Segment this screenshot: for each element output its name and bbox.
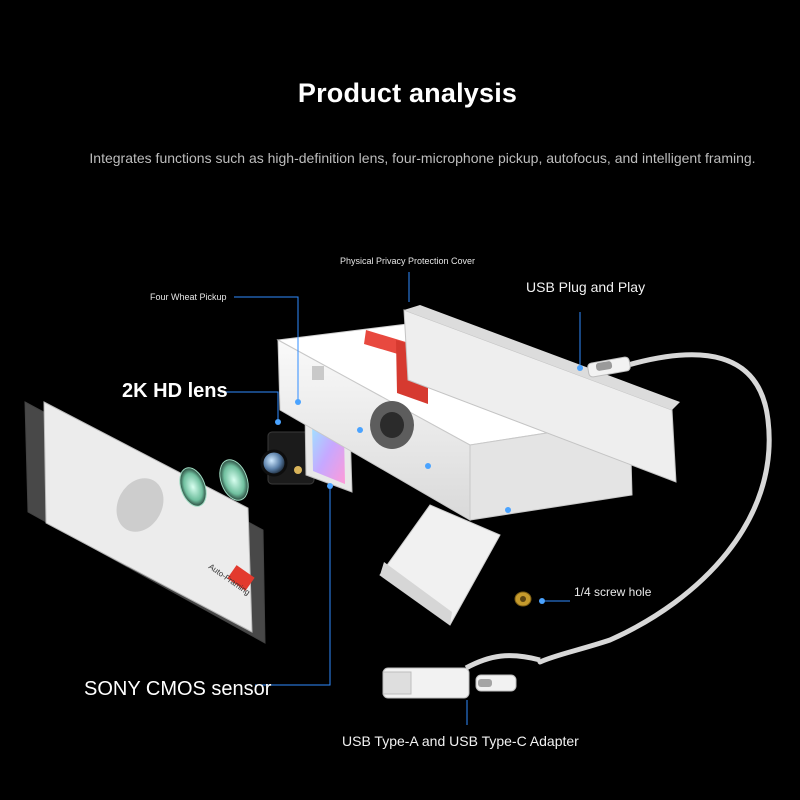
lens-elements xyxy=(179,459,249,507)
lens-module xyxy=(260,431,315,485)
usb-c-plug-top xyxy=(587,356,631,378)
callout-line-hd-lens xyxy=(220,391,279,420)
label-screw-hole: 1/4 screw hole xyxy=(574,585,652,599)
front-panel xyxy=(24,401,266,644)
back-plate xyxy=(403,305,680,483)
stand xyxy=(379,504,501,626)
label-usb-plug: USB Plug and Play xyxy=(526,279,646,295)
page-title: Product analysis xyxy=(297,78,518,108)
label-adapter: USB Type-A and USB Type-C Adapter xyxy=(342,733,579,749)
label-hd-lens: 2K HD lens xyxy=(122,380,228,402)
label-cmos: SONY CMOS sensor xyxy=(84,678,272,700)
callout-dots xyxy=(275,365,583,604)
page-subtitle: Integrates functions such as high-defini… xyxy=(89,150,756,166)
callout-line-cmos xyxy=(255,488,331,686)
usb-cable xyxy=(537,352,772,665)
label-four-wheat-pickup: Four Wheat Pickup xyxy=(150,292,227,302)
callout-lines xyxy=(220,272,581,725)
callout-line-four-wheat xyxy=(234,296,299,400)
screw xyxy=(514,591,532,607)
usb-adapter xyxy=(382,653,541,699)
label-privacy-cover: Physical Privacy Protection Cover xyxy=(340,256,476,266)
auto-framing-badge xyxy=(227,565,255,591)
